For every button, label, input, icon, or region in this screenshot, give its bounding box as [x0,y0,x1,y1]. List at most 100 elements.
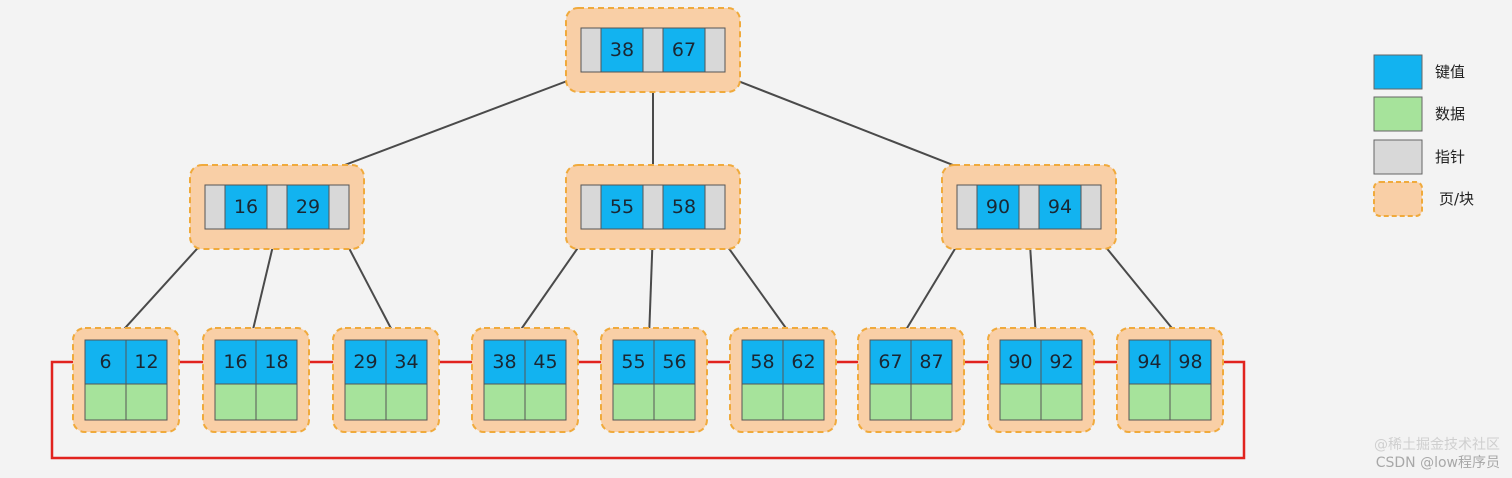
pointer-cell [1018,184,1040,230]
key-label: 16 [234,196,258,218]
key-cell [662,27,706,73]
key-label: 6 [99,351,111,373]
key-label: 38 [610,39,634,61]
key-label: 58 [750,351,774,373]
legend-item: 数据 [1373,96,1465,132]
data-cell [1128,383,1171,421]
key-cell [976,184,1020,230]
key-label: 62 [791,351,815,373]
key-label: 56 [662,351,686,373]
data-cell [84,383,127,421]
key-cell [286,184,330,230]
pointer-swatch [1373,139,1423,175]
pointer-cell [704,184,726,230]
legend-item: 页/块 [1373,181,1474,217]
data-cell [999,383,1042,421]
legend-item: 键值 [1373,54,1465,90]
leaf-node: 29 34 [332,327,440,433]
key-cell [1128,339,1171,385]
data-swatch [1373,96,1423,132]
key-label: 38 [492,351,516,373]
key-cell [255,339,298,385]
pointer-cell [328,184,350,230]
data-cell [1169,383,1212,421]
key-cell [385,339,428,385]
legend-label: 页/块 [1439,190,1474,208]
key-cell [612,339,655,385]
pointer-cell [580,184,602,230]
pointer-cell [266,184,288,230]
key-label: 58 [672,196,696,218]
key-cell [600,27,644,73]
key-swatch [1373,54,1423,90]
leaf-node: 94 98 [1116,327,1224,433]
key-cell [600,184,644,230]
data-cell [741,383,784,421]
data-cell [483,383,526,421]
key-label: 55 [621,351,645,373]
pointer-cell [204,184,226,230]
leaf-node: 67 87 [857,327,965,433]
key-cell [782,339,825,385]
key-cell [524,339,567,385]
pointer-cell [956,184,978,230]
leaf-node: 38 45 [471,327,579,433]
pointer-cell [580,27,602,73]
leaf-wrap-link [50,357,1246,460]
root-node: 38 67 [565,7,741,93]
key-label: 12 [134,351,158,373]
data-cell [524,383,567,421]
watermark-line-1: @稀土掘金技术社区 [1374,437,1500,453]
key-cell [910,339,953,385]
key-cell [1169,339,1212,385]
key-label: 16 [223,351,247,373]
key-label: 90 [986,196,1010,218]
legend-item: 指针 [1373,139,1465,175]
legend-label: 指针 [1435,148,1465,166]
data-cell [1040,383,1083,421]
key-label: 67 [672,39,696,61]
key-label: 45 [533,351,557,373]
internal-node: 90 94 [941,164,1117,250]
data-cell [782,383,825,421]
key-cell [84,339,127,385]
data-cell [255,383,298,421]
pointer-cell [704,27,726,73]
key-cell [214,339,257,385]
legend-label: 数据 [1435,105,1465,123]
key-label: 34 [394,351,418,373]
data-cell [910,383,953,421]
page-swatch [1373,181,1423,217]
data-cell [125,383,168,421]
key-label: 94 [1048,196,1072,218]
pointer-cell [642,184,664,230]
key-label: 98 [1178,351,1202,373]
key-label: 92 [1049,351,1073,373]
pointer-cell [1080,184,1102,230]
internal-node: 55 58 [565,164,741,250]
key-label: 29 [296,196,320,218]
leaf-node: 55 56 [600,327,708,433]
key-cell [125,339,168,385]
key-label: 55 [610,196,634,218]
key-cell [741,339,784,385]
data-cell [869,383,912,421]
leaf-node: 58 62 [729,327,837,433]
key-cell [483,339,526,385]
data-cell [344,383,387,421]
data-cell [214,383,257,421]
key-label: 67 [878,351,902,373]
data-cell [612,383,655,421]
key-label: 29 [353,351,377,373]
watermark-line-2: CSDN @low程序员 [1375,455,1500,471]
pointer-cell [642,27,664,73]
key-cell [662,184,706,230]
leaf-node: 6 12 [72,327,180,433]
key-label: 87 [919,351,943,373]
legend-label: 键值 [1435,63,1465,81]
key-label: 18 [264,351,288,373]
key-label: 94 [1137,351,1161,373]
